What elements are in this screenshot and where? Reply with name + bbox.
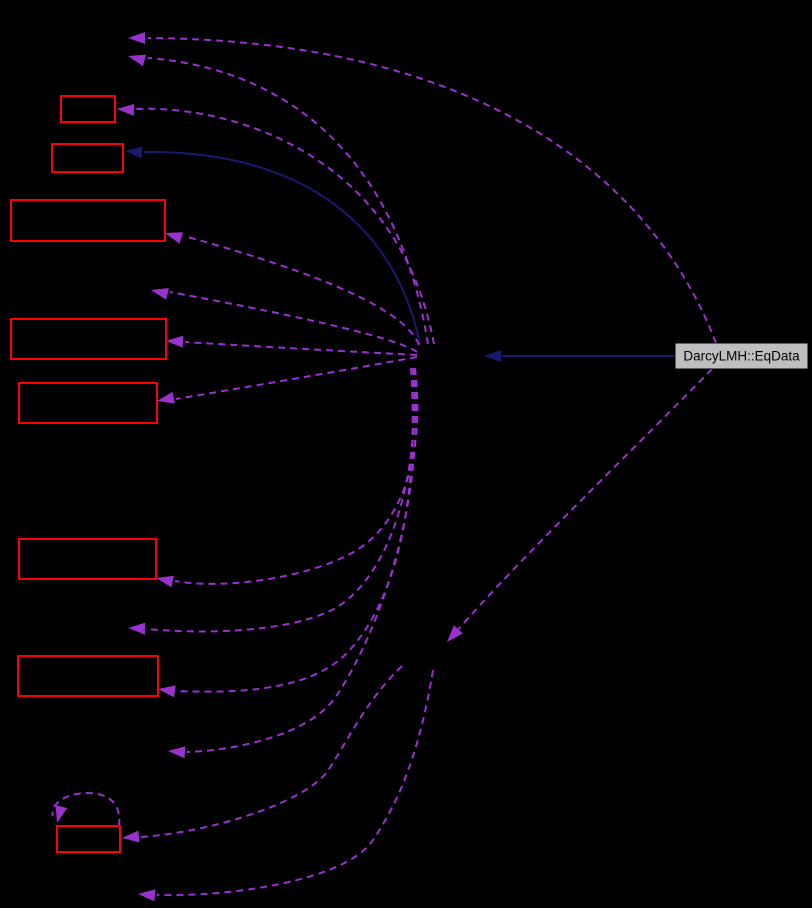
- edge-top-2: [147, 57, 429, 345]
- edge-box5-arrowhead: [157, 391, 175, 404]
- edge-box8-arrowhead: [122, 830, 140, 843]
- edge-mid-628-arrowhead: [128, 622, 146, 635]
- edge-self-loop: [51, 791, 121, 827]
- class-box-2[interactable]: [51, 143, 124, 173]
- edge-box4: [184, 341, 418, 356]
- edge-self-loop-arrowhead: [55, 805, 68, 823]
- edge-box1: [135, 107, 435, 345]
- edge-mid-290-arrowhead: [151, 288, 169, 300]
- edge-box6-arrowhead: [156, 575, 174, 588]
- edge-bot-893-arrowhead: [138, 889, 156, 902]
- edge-box2-inherit: [143, 150, 421, 345]
- edge-box5: [175, 356, 418, 400]
- class-box-6[interactable]: [18, 538, 157, 580]
- edge-top-1-arrowhead: [128, 32, 145, 44]
- edge-bot-893: [156, 669, 434, 897]
- edge-top-1: [147, 37, 717, 344]
- class-box-7[interactable]: [17, 655, 159, 697]
- class-box-8[interactable]: [56, 825, 121, 853]
- edge-box7: [176, 367, 414, 693]
- class-box-3[interactable]: [10, 199, 166, 242]
- class-box-5[interactable]: [18, 382, 158, 424]
- edge-box1-arrowhead: [117, 103, 135, 116]
- edge-box2-inherit-arrowhead: [125, 146, 143, 159]
- main-node-label: DarcyLMH::EqData: [683, 349, 800, 364]
- edge-main-diag-arrowhead: [447, 625, 463, 642]
- edge-mid-752: [186, 367, 417, 753]
- edge-main-inherit-arrowhead: [484, 350, 501, 362]
- class-box-1[interactable]: [60, 95, 116, 123]
- edge-box7-arrowhead: [158, 685, 176, 698]
- edge-box8: [140, 665, 403, 838]
- edge-mid-752-arrowhead: [168, 746, 186, 759]
- edge-mid-628: [146, 367, 416, 633]
- edge-box3: [183, 235, 420, 346]
- edge-box6: [174, 367, 419, 585]
- edge-main-diag: [455, 368, 713, 633]
- class-box-4[interactable]: [10, 318, 167, 360]
- edge-top-2-arrowhead: [128, 54, 146, 67]
- edge-box3-arrowhead: [165, 232, 183, 244]
- main-node[interactable]: [674, 342, 809, 370]
- edge-box4-arrowhead: [166, 335, 184, 348]
